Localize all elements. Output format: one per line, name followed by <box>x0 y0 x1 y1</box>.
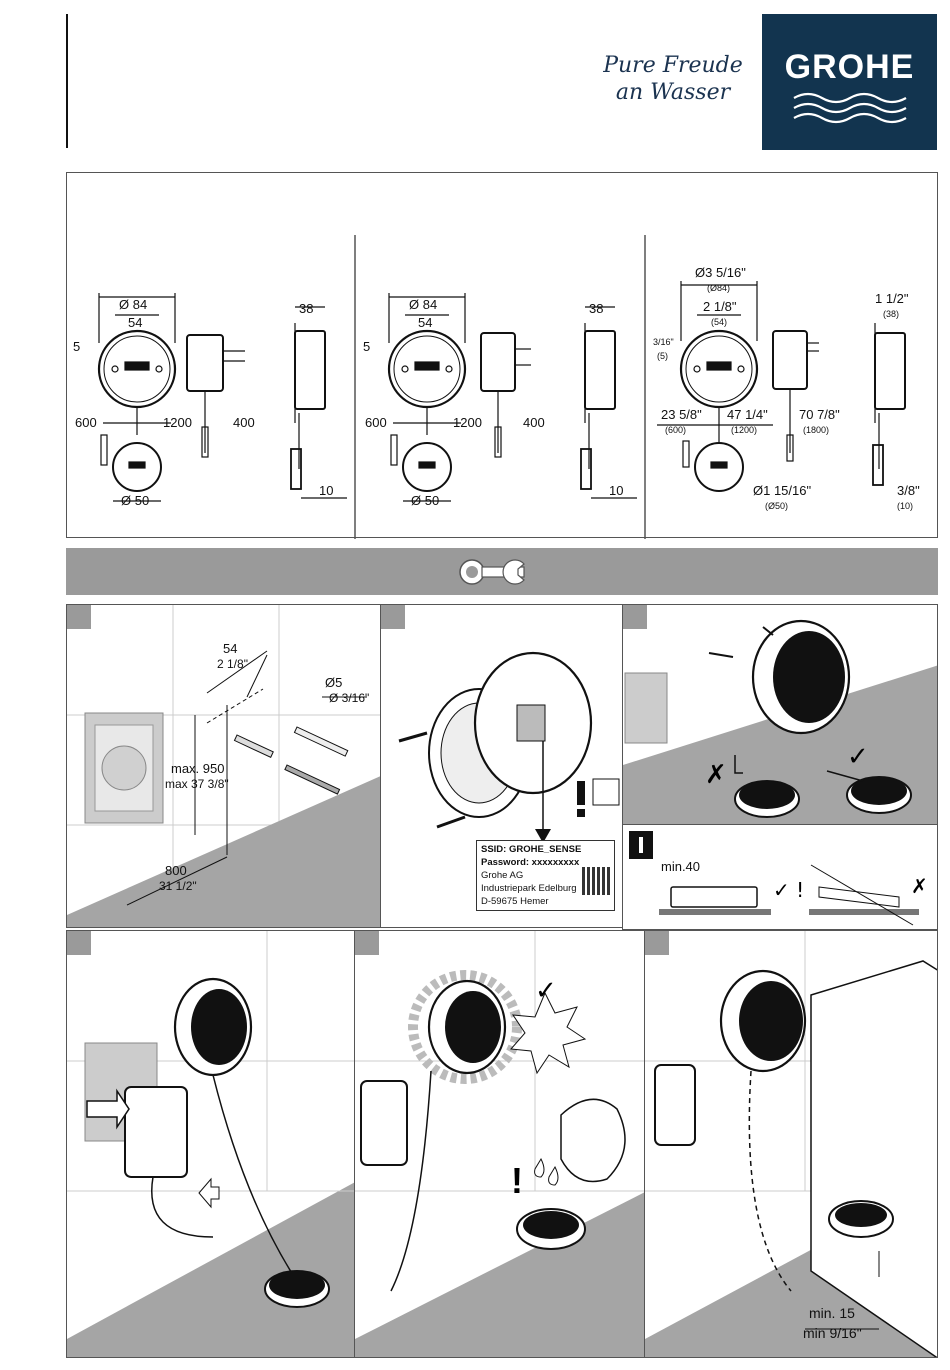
col1-sensor-diameter: Ø 50 <box>121 493 149 508</box>
step-4-illustration <box>67 931 355 1357</box>
col2-cable-left: 600 <box>365 415 387 430</box>
step-1-illustration <box>67 605 381 927</box>
info-panel: ✓ ! ✗ min.40 <box>622 824 938 930</box>
svg-text:✓ !: ✓ ! <box>773 878 804 902</box>
step1-hole-spacing-in: 2 1/8" <box>217 657 248 671</box>
col3-cable-left: 23 5/8" <box>661 407 702 422</box>
col2-inner-width: 54 <box>418 315 432 330</box>
slogan: Pure Freude an Wasser <box>598 52 748 106</box>
col3-inner-width: 2 1/8" <box>703 299 737 314</box>
label-address-1: Industriepark Edelburg <box>481 883 577 894</box>
info-illustration: ✓ ! ✗ <box>629 831 928 926</box>
col2-offset: 5 <box>363 339 370 354</box>
col3-cable-right-mm: (1200) <box>731 425 757 435</box>
step6-min-distance-in: min 9/16" <box>803 1325 862 1341</box>
check-icon: ✓ <box>847 742 869 772</box>
header-rule <box>66 14 68 148</box>
label-address-2: D-59675 Hemer <box>481 896 549 907</box>
col2-sensor-height: 10 <box>609 483 623 498</box>
qr-code-icon <box>582 867 610 895</box>
step5-check-icon: ✓ <box>535 976 557 1006</box>
plug-arrow-icon <box>86 1088 130 1130</box>
col3-offset-mm: (5) <box>657 351 668 361</box>
grohe-logo: GROHE <box>762 14 937 150</box>
col3-outer-diameter-mm: (Ø84) <box>707 283 730 293</box>
step-1-panel: 54 2 1/8" Ø5 Ø 3/16" max. 950 max 37 3/8… <box>66 604 382 928</box>
col3-outer-diameter: Ø3 5/16" <box>695 265 746 280</box>
step-3-illustration: ✗ ✓ <box>623 605 937 825</box>
col1-cable-left: 600 <box>75 415 97 430</box>
col2-depth: 38 <box>589 301 603 316</box>
step-4-panel <box>66 930 356 1358</box>
installation-header-bar <box>66 548 938 595</box>
step6-min-distance: min. 15 <box>809 1305 855 1321</box>
step-2-illustration <box>381 605 620 843</box>
col2-plug-cable: 400 <box>523 415 545 430</box>
col3-sensor-diameter: Ø1 15/16" <box>753 483 811 498</box>
col3-depth: 1 1/2" <box>875 291 909 306</box>
step1-hole-spacing: 54 <box>223 641 238 656</box>
step-3-panel: ✗ ✓ <box>622 604 938 826</box>
step1-drill-size-in: Ø 3/16" <box>329 691 370 705</box>
step1-max-height-in: max 37 3/8" <box>165 777 229 791</box>
info-min-gap: min.40 <box>661 859 701 874</box>
step1-drill-size: Ø5 <box>325 675 343 690</box>
slogan-line-2: an Wasser <box>615 80 731 105</box>
col3-drawing <box>657 281 906 492</box>
step1-max-height: max. 950 <box>171 761 225 776</box>
col2-drawing <box>387 293 637 502</box>
col1-cable-right: 1200 <box>163 415 192 430</box>
warning-icon: ! <box>511 1160 523 1201</box>
col3-sensor-height-mm: (10) <box>897 501 913 511</box>
dimension-drawings: Ø 84 54 5 600 1200 400 Ø 50 38 10 <box>66 172 938 539</box>
col3-inner-width-mm: (54) <box>711 317 727 327</box>
col3-cable-right: 47 1/4" <box>727 407 768 422</box>
col1-plug-cable: 400 <box>233 415 255 430</box>
step1-min-distance-in: 31 1/2" <box>159 879 197 893</box>
col1-outer-diameter: Ø 84 <box>119 297 147 312</box>
label-company: Grohe AG <box>481 870 524 881</box>
col3-depth-mm: (38) <box>883 309 899 319</box>
col3-offset: 3/16" <box>653 337 674 347</box>
col1-inner-width: 54 <box>128 315 142 330</box>
col1-sensor-height: 10 <box>319 483 333 498</box>
col3-plug-cable: 70 7/8" <box>799 407 840 422</box>
info-cross-icon: ✗ <box>911 874 928 898</box>
logo-wordmark: GROHE <box>784 48 915 86</box>
col3-sensor-diameter-mm: (Ø50) <box>765 501 788 511</box>
step-6-illustration <box>645 931 937 1357</box>
col1-depth: 38 <box>299 301 313 316</box>
label-password: Password: xxxxxxxxx <box>481 857 580 868</box>
step-5-illustration: ✓ ! <box>355 931 645 1357</box>
step-6-panel: min. 15 min 9/16" <box>644 930 938 1358</box>
col3-cable-left-mm: (600) <box>665 425 686 435</box>
waves-icon <box>793 92 907 124</box>
label-ssid: SSID: GROHE_SENSE <box>481 844 582 855</box>
device-label: SSID: GROHE_SENSE Password: xxxxxxxxx Gr… <box>476 840 615 911</box>
step1-min-distance: 800 <box>165 863 187 878</box>
col3-sensor-height: 3/8" <box>897 483 920 498</box>
col2-outer-diameter: Ø 84 <box>409 297 437 312</box>
col1-offset: 5 <box>73 339 80 354</box>
step-5-panel: ✓ ! <box>354 930 646 1358</box>
wrench-icon <box>459 559 525 585</box>
slogan-line-1: Pure Freude <box>603 53 743 78</box>
col1-drawing <box>97 293 347 502</box>
cross-icon: ✗ <box>705 760 727 790</box>
col2-sensor-diameter: Ø 50 <box>411 493 439 508</box>
col2-cable-right: 1200 <box>453 415 482 430</box>
col3-plug-cable-mm: (1800) <box>803 425 829 435</box>
dimension-svg: Ø 84 54 5 600 1200 400 Ø 50 38 10 <box>73 235 920 539</box>
